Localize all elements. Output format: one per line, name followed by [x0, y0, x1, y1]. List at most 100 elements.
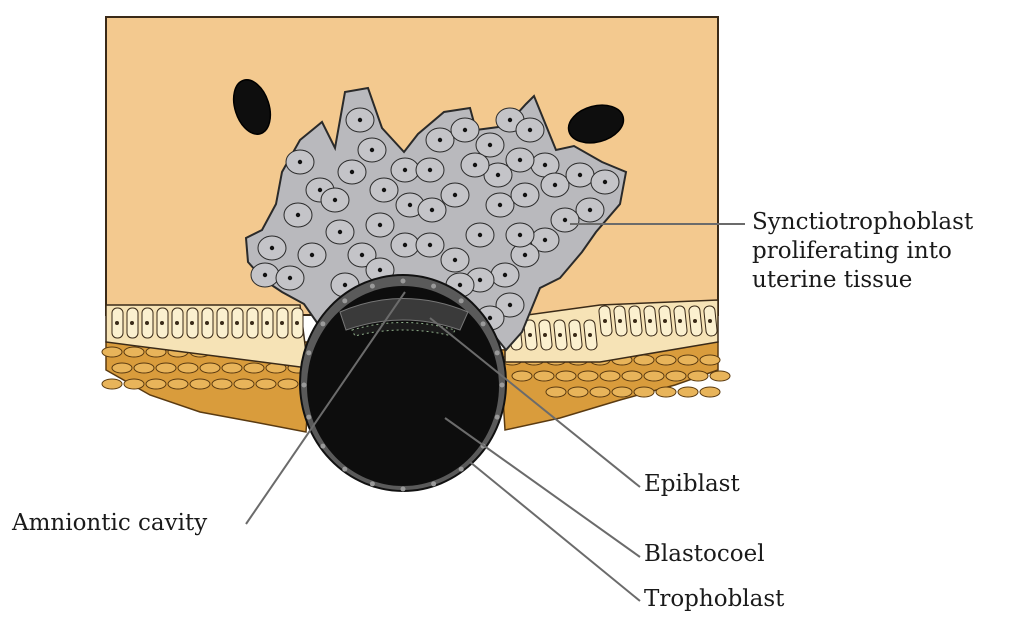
trophoblast-nucleus	[431, 284, 436, 289]
syncytio-nucleus	[478, 233, 482, 237]
syncytio-nucleus	[408, 203, 412, 207]
stroma-cell	[710, 371, 730, 381]
syncytio-nucleus	[503, 273, 507, 277]
trophoblast-nucleus	[401, 487, 406, 492]
trophoblast-nucleus	[342, 298, 347, 303]
leader-trophoblast	[470, 462, 640, 601]
epithelial-nucleus	[708, 319, 712, 323]
epithelial-nucleus	[280, 321, 284, 325]
stroma-cell	[578, 371, 598, 381]
stroma-cell	[656, 355, 676, 365]
syncytio-nucleus	[488, 316, 492, 320]
syncytio-nucleus	[403, 168, 407, 172]
stroma-cell	[102, 379, 122, 389]
syncytio-nucleus	[473, 163, 477, 167]
syncytio-nucleus	[518, 158, 522, 162]
epithelial-nucleus	[250, 321, 254, 325]
stroma-cell	[190, 379, 210, 389]
stroma-cell	[256, 379, 276, 389]
leader-blastocoel	[445, 418, 640, 557]
epithelial-nucleus	[265, 321, 269, 325]
syncytio-nucleus	[523, 253, 527, 257]
epithelial-nucleus	[663, 319, 667, 323]
stroma-cell	[656, 387, 676, 397]
trophoblast-nucleus	[342, 467, 347, 472]
stroma-cell	[688, 371, 708, 381]
syncytio-nucleus	[310, 253, 314, 257]
stroma-cell	[634, 355, 654, 365]
syncytio-nucleus	[578, 173, 582, 177]
syncytio-nucleus	[518, 233, 522, 237]
stroma-cell	[546, 387, 566, 397]
epithelial-nucleus	[295, 321, 299, 325]
stroma-cell	[590, 387, 610, 397]
syncytio-nucleus	[430, 208, 434, 212]
syncytio-nucleus	[508, 118, 512, 122]
trophoblast-nucleus	[459, 298, 464, 303]
epithelial-nucleus	[160, 321, 164, 325]
stroma-cell	[244, 363, 264, 373]
stroma-cell	[102, 347, 122, 357]
epithelial-nucleus	[633, 319, 637, 323]
syncytio-nucleus	[478, 278, 482, 282]
trophoblast-nucleus	[370, 481, 375, 486]
stroma-cell	[600, 371, 620, 381]
stroma-cell	[644, 371, 664, 381]
syncytio-nucleus	[298, 160, 302, 164]
trophoblast-nucleus	[495, 415, 500, 420]
syncytio-nucleus	[263, 273, 267, 277]
syncytio-nucleus	[508, 303, 512, 307]
syncytio-nucleus	[463, 128, 467, 132]
trophoblast-nucleus	[302, 383, 307, 388]
syncytio-nucleus	[488, 143, 492, 147]
stroma-cell	[534, 371, 554, 381]
epithelial-nucleus	[220, 321, 224, 325]
epithelial-nucleus	[145, 321, 149, 325]
trophoblast-nucleus	[459, 467, 464, 472]
syncytio-nucleus	[458, 283, 462, 287]
syncytio-nucleus	[453, 193, 457, 197]
stroma-cell	[178, 363, 198, 373]
trophoblast-nucleus	[306, 415, 311, 420]
label-line: Synctiotrophoblast	[752, 208, 973, 237]
stroma-cell	[112, 363, 132, 373]
label-trophoblast: Trophoblast	[644, 585, 784, 614]
stroma-cell	[124, 379, 144, 389]
trophoblast-nucleus	[481, 321, 486, 326]
syncytio-nucleus	[378, 268, 382, 272]
stroma-cell	[700, 355, 720, 365]
syncytio-nucleus	[603, 180, 607, 184]
syncytio-nucleus	[338, 230, 342, 234]
syncytio-nucleus	[563, 218, 567, 222]
syncytio-nucleus	[543, 238, 547, 242]
syncytio-nucleus	[333, 198, 337, 202]
syncytio-nucleus	[523, 193, 527, 197]
stroma-cell	[168, 379, 188, 389]
stroma-cell	[278, 379, 298, 389]
trophoblast-nucleus	[495, 350, 500, 355]
epithelial-nucleus	[205, 321, 209, 325]
syncytio-nucleus	[288, 276, 292, 280]
trophoblast-nucleus	[320, 444, 325, 449]
label-synctiotrophoblast: Synctiotrophoblast proliferating into ut…	[752, 208, 973, 295]
stroma-cell	[512, 371, 532, 381]
stroma-cell	[678, 355, 698, 365]
trophoblast-nucleus	[401, 279, 406, 284]
stroma-cell	[612, 387, 632, 397]
stroma-cell	[212, 379, 232, 389]
trophoblast-nucleus	[370, 284, 375, 289]
syncytio-nucleus	[496, 173, 500, 177]
stroma-cell	[134, 363, 154, 373]
stroma-cell	[124, 347, 144, 357]
syncytio-nucleus	[553, 183, 557, 187]
epithelial-nucleus	[558, 333, 562, 337]
epithelial-nucleus	[603, 319, 607, 323]
syncytio-nucleus	[543, 163, 547, 167]
syncytio-nucleus	[270, 246, 274, 250]
stroma-cell	[156, 363, 176, 373]
epithelial-nucleus	[190, 321, 194, 325]
stroma-cell	[556, 371, 576, 381]
syncytio-nucleus	[360, 253, 364, 257]
syncytio-nucleus	[350, 170, 354, 174]
epithelial-nucleus	[175, 321, 179, 325]
